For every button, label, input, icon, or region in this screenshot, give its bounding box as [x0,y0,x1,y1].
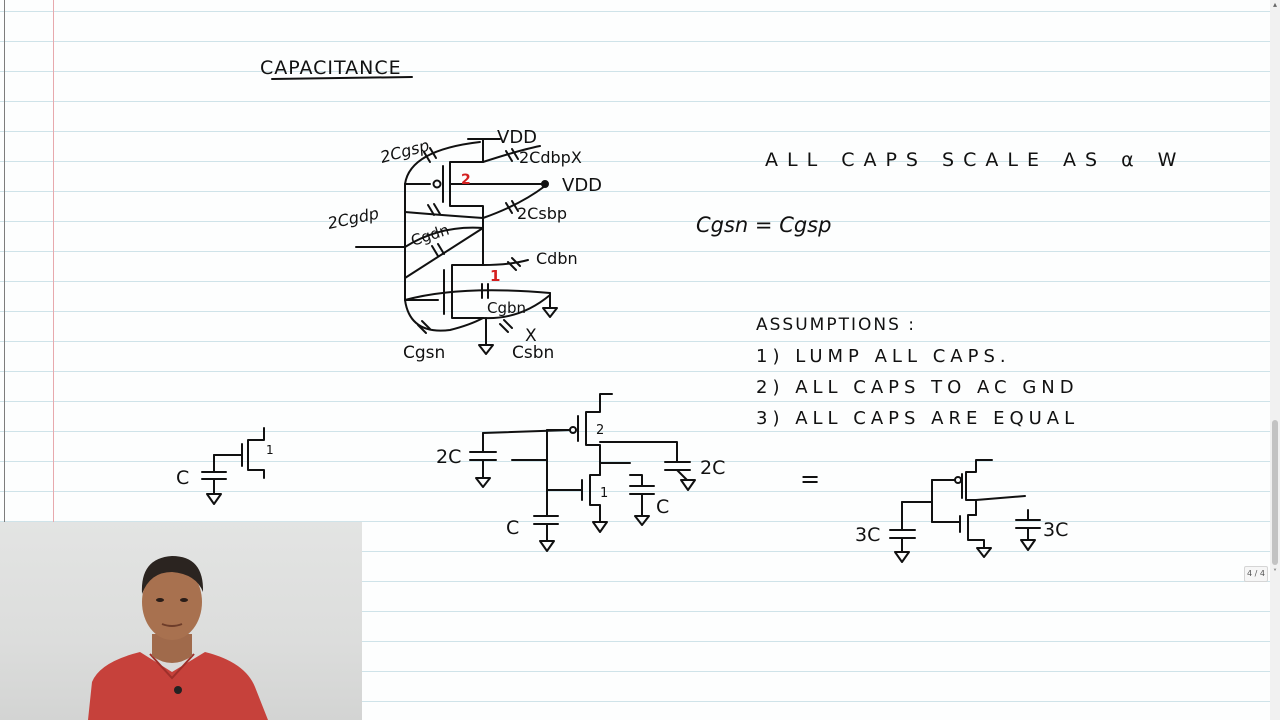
chain-c-gnd [539,540,555,552]
single-gnd [206,493,222,505]
label-single-c: C [176,467,189,489]
equals-sign: = [800,465,820,493]
vdd-rail [467,138,501,144]
lapel-mic-icon [174,686,182,694]
cgdn-arc [404,226,484,248]
chain-right-gnd [680,479,696,491]
page-indicator: 4 / 4 [1244,566,1268,582]
chain-right-2c [664,457,691,481]
chain-mid-wire [599,441,678,459]
equiv-out-wire [975,495,1026,501]
cap-cgsn [417,320,431,334]
chain-pmos1-gate [546,415,579,442]
cgbn-arc [404,289,551,301]
page-down-chevron-icon[interactable]: ˅ [1273,568,1277,577]
chain-c-cap [533,496,559,542]
equiv-nmos-gnd [976,547,992,558]
cap-cdbp [505,148,519,162]
chain-nmos1-gate [546,479,583,501]
label-2cdbp: 2CdbpX [519,148,582,167]
label-chain-nmos-size: 1 [600,486,608,501]
label-cdbn: Cdbn [536,249,578,268]
assumptions-heading: ASSUMPTIONS : [756,315,916,335]
scrollbar-thumb[interactable] [1272,420,1278,565]
equiv-right-gnd [1020,539,1036,551]
margin-line [53,0,54,720]
page-edge [4,0,5,720]
assumption-2: 2) ALL CAPS TO AC GND [756,377,1079,398]
label-vdd-top: VDD [497,127,537,148]
csbn-arc [482,294,551,320]
presenter-figure [88,556,268,720]
nmos-drain [451,227,484,319]
label-csbn: Csbn [512,343,554,363]
label-nmos-size: 1 [490,267,500,285]
label-x-mark: X [525,326,537,346]
single-nmos [247,427,265,479]
pmos-gate-bubble [432,179,442,189]
cap-cgsp [423,147,437,163]
equiv-nmos [967,514,985,549]
chain-out-wire [599,462,631,476]
chain-nmos1-gnd [592,521,608,533]
single-cap [201,454,227,495]
label-2cgsp: 2Cgsp [378,136,431,167]
cgsn-equation: Cgsn = Cgsp [696,213,831,237]
single-nmos-gate [219,443,243,467]
presenter-head [142,564,202,640]
label-single-size: 1 [266,443,274,457]
equiv-nmos-gate [931,515,961,533]
equiv-pmos [965,459,993,516]
cap-cgbn [481,283,489,299]
label-2csbp: 2Csbp [517,204,567,223]
chain-nmos1 [589,474,601,523]
cap-csbn [499,319,513,333]
csbp-arc [482,185,546,219]
vertical-scrollbar[interactable] [1270,0,1280,720]
scaling-statement: ALL CAPS SCALE AS α W [765,149,1185,171]
chain-mid-c-gnd [634,515,650,526]
cdbn-arc [482,259,529,266]
chain-pmos1-bubble [569,426,577,434]
label-gnd-c: C [506,517,519,539]
label-left-3c: 3C [855,524,880,546]
label-right-2c: 2C [700,457,725,479]
label-left-2c: 2C [436,446,461,468]
equiv-bubble [954,476,962,484]
title: CAPACITANCE [260,57,402,79]
cap-csbp [505,200,519,214]
cgsn-arc [404,299,484,332]
assumption-3: 3) ALL CAPS ARE EQUAL [756,408,1079,429]
presenter-webcam [0,522,362,720]
cdbp-arc [482,145,541,163]
title-underline [271,76,413,80]
scroll-up-arrow-icon[interactable]: ▴ [1272,0,1277,9]
cgdp-arc [404,211,484,219]
label-cgbn: Cgbn [487,299,526,317]
assumption-1: 1) LUMP ALL CAPS. [756,346,1011,367]
gnd-top-1 [478,317,494,355]
label-vdd-right: VDD [562,175,602,196]
label-cgsn: Cgsn [403,343,445,363]
chain-2c-cap [469,432,497,479]
equiv-left-cap [889,501,916,553]
label-chain-pmos-size: 2 [596,423,604,438]
cap-cgdn [431,243,445,257]
label-cgdn: Cgdn [409,221,452,250]
label-right-3c: 3C [1043,519,1068,541]
cap-cgdp [427,203,441,216]
cap-cdbn [507,257,521,271]
gnd-top-2 [542,292,558,318]
equiv-left-gnd [894,551,910,563]
label-2cgdp: 2Cgdp [326,204,381,233]
chain-mid-c-cap [629,474,655,517]
label-mid-c: C [656,496,669,518]
chain-2c-gnd [475,477,491,488]
equiv-right-cap [1015,509,1041,541]
label-pmos-size: 2 [461,172,471,188]
chain-pmos1 [585,393,613,464]
